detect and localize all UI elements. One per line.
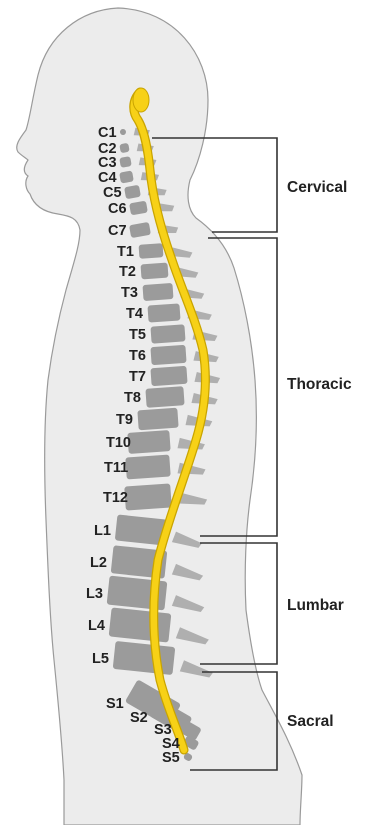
vertebra-label-t6: T6: [129, 348, 146, 364]
vertebra-label-l2: L2: [90, 555, 107, 571]
vertebra-label-s2: S2: [130, 710, 148, 726]
vertebra-label-s1: S1: [106, 696, 124, 712]
vertebra-label-l1: L1: [94, 523, 111, 539]
vertebra-body-t7: [150, 366, 187, 386]
vertebra-label-l3: L3: [86, 586, 103, 602]
vertebra-body-t10: [127, 430, 170, 454]
vertebra-label-t5: T5: [129, 327, 146, 343]
vertebra-label-t3: T3: [121, 285, 138, 301]
vertebra-body-t11: [125, 454, 170, 479]
vertebra-body-t9: [137, 408, 178, 431]
region-label-thoracic: Thoracic: [287, 376, 352, 393]
vertebra-label-t9: T9: [116, 412, 133, 428]
vertebra-body-t8: [145, 386, 184, 408]
vertebra-body-t5: [150, 324, 185, 343]
vertebra-label-c4: C4: [98, 170, 117, 186]
vertebra-label-c7: C7: [108, 223, 127, 239]
vertebra-label-c3: C3: [98, 155, 117, 171]
brainstem: [133, 88, 149, 112]
vertebra-label-s5: S5: [162, 750, 180, 766]
vertebra-label-c5: C5: [103, 185, 122, 201]
vertebra-label-c1: C1: [98, 125, 117, 141]
vertebra-body-t6: [150, 345, 186, 365]
vertebra-label-t1: T1: [117, 244, 134, 260]
vertebra-label-c6: C6: [108, 201, 127, 217]
vertebra-body-t4: [147, 303, 180, 322]
region-label-cervical: Cervical: [287, 179, 347, 196]
vertebra-label-t4: T4: [126, 306, 143, 322]
vertebra-label-t7: T7: [129, 369, 146, 385]
vertebra-label-t2: T2: [119, 264, 136, 280]
vertebra-label-t8: T8: [124, 390, 141, 406]
region-label-sacral: Sacral: [287, 713, 334, 730]
vertebra-body-t1: [139, 243, 164, 259]
vertebra-body-t2: [141, 263, 169, 280]
vertebra-label-t10: T10: [106, 435, 131, 451]
vertebra-body-t3: [142, 283, 173, 301]
vertebra-label-t11: T11: [104, 460, 128, 476]
vertebra-label-l4: L4: [88, 618, 105, 634]
vertebra-label-l5: L5: [92, 651, 109, 667]
vertebra-body-t12: [124, 483, 172, 510]
region-label-lumbar: Lumbar: [287, 597, 344, 614]
vertebra-label-t12: T12: [103, 490, 128, 506]
